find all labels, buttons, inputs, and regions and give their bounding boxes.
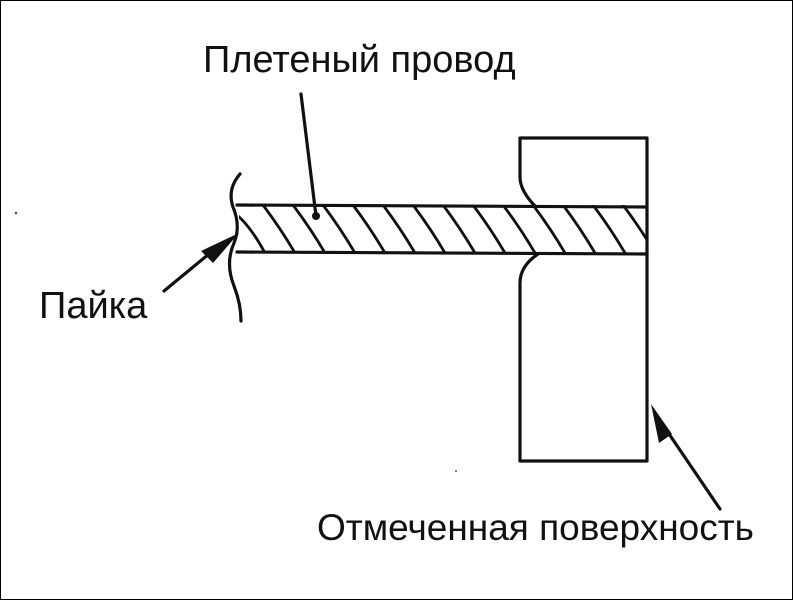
- solder-arrowhead: [201, 233, 239, 263]
- terminal-lower-body: [518, 252, 649, 463]
- terminal-upper-prong: [518, 136, 649, 209]
- marked-surface-arrowhead: [651, 404, 672, 443]
- braided-wire-leader-dot: [312, 212, 320, 220]
- marked-surface-leader: [663, 426, 722, 511]
- solder-edge: [227, 172, 243, 323]
- braided-wire-leader: [299, 92, 318, 218]
- braided-wire-label: Плетеный провод: [203, 39, 516, 81]
- braid-hatching: [239, 205, 647, 253]
- solder-label: Пайка: [39, 285, 148, 327]
- marked-surface-label: Отмеченная поверхность: [317, 507, 754, 548]
